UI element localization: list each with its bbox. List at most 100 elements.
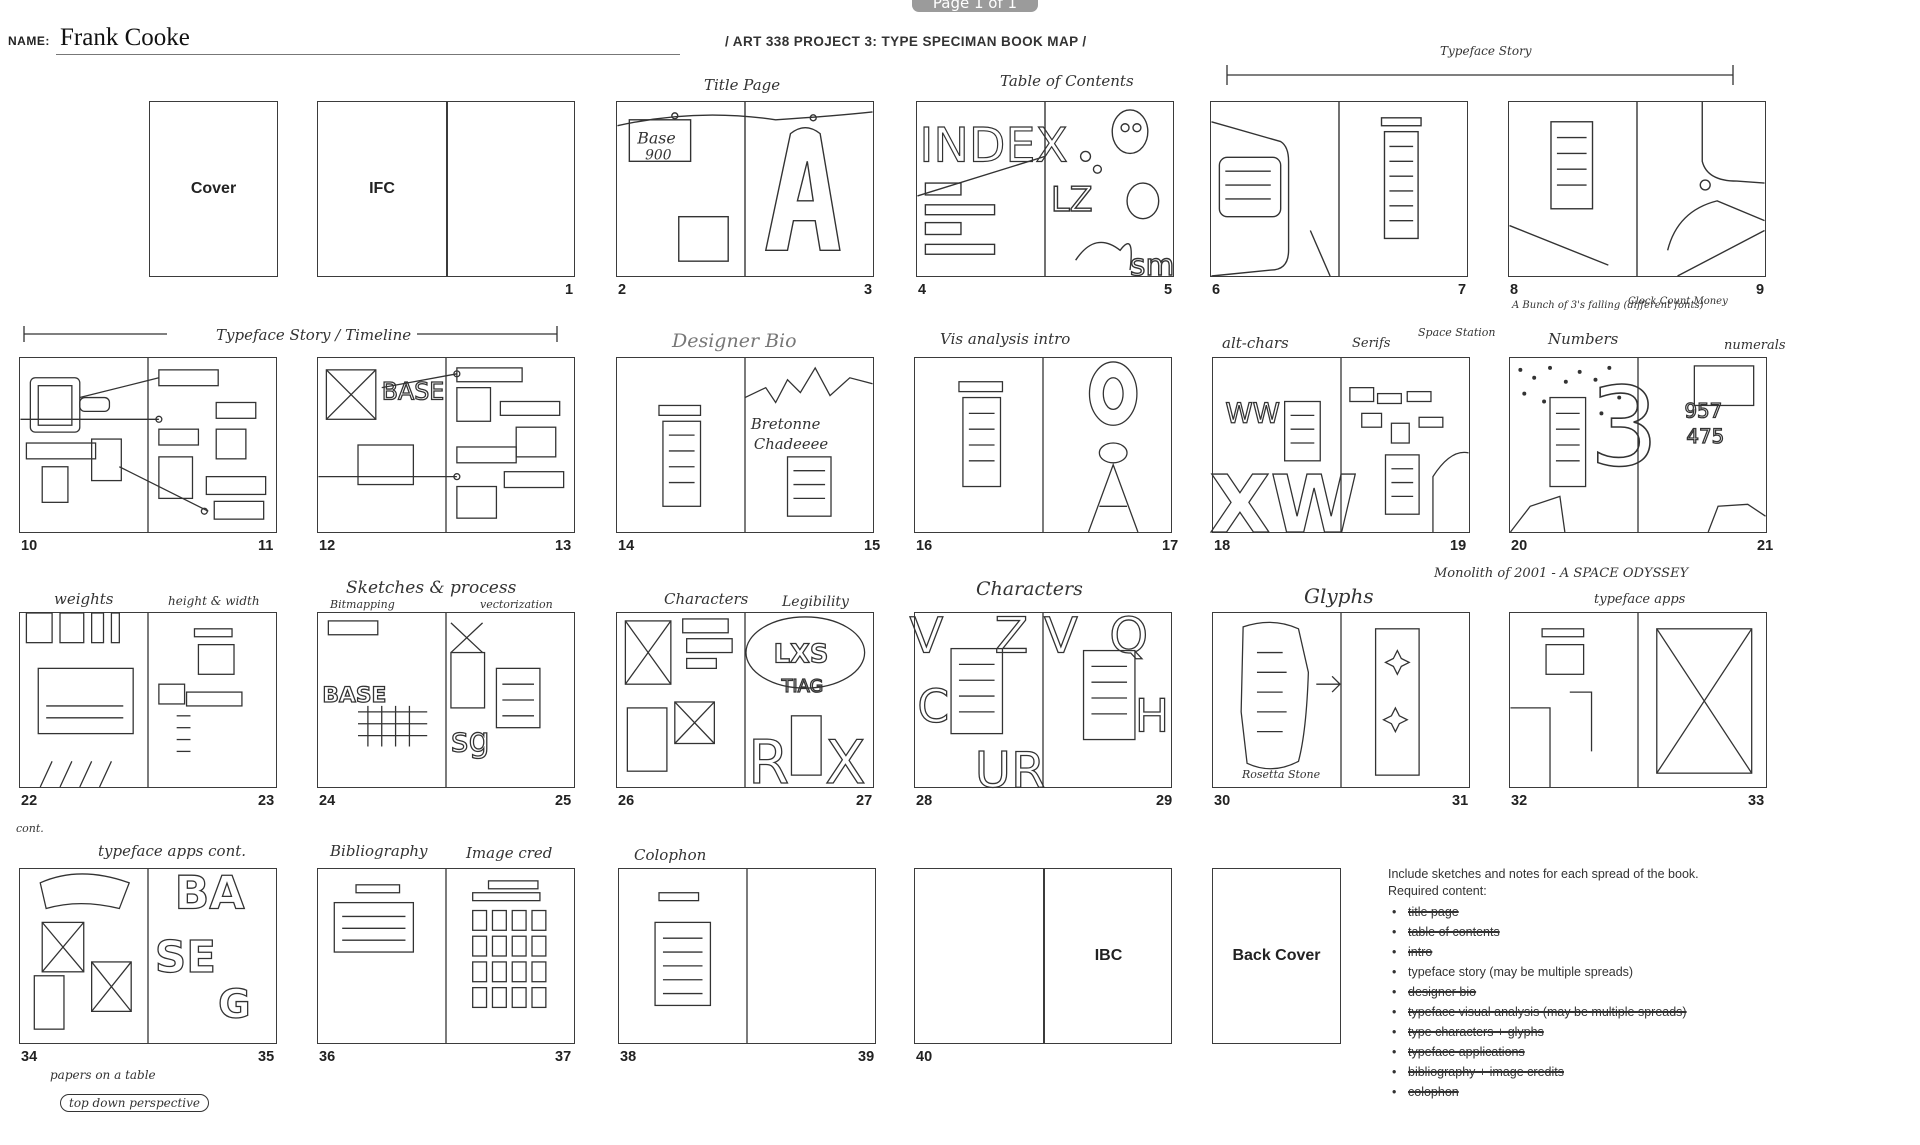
spread-ifc-1: IFC [317, 101, 575, 277]
back-cover-page: Back Cover [1212, 868, 1341, 1044]
name-label: NAME: [8, 34, 50, 48]
svg-text:900: 900 [645, 147, 672, 163]
spread-20-21: 3 957 475 [1509, 357, 1767, 533]
sketch-glyphs [1213, 613, 1469, 787]
spread-8-9 [1508, 101, 1766, 277]
requirements-panel: Include sketches and notes for each spre… [1388, 866, 1699, 1102]
page-number: 21 [1757, 538, 1774, 554]
svg-text:V: V [910, 607, 944, 665]
spread-10-11 [19, 357, 277, 533]
requirement-item: •typeface applications [1392, 1045, 1525, 1059]
sketch-bibliography [318, 869, 574, 1043]
svg-text:Q: Q [1109, 607, 1148, 665]
page-number: 23 [258, 793, 275, 809]
spread-40-ibc: IBC [914, 868, 1172, 1044]
svg-text:LXS: LXS [774, 639, 829, 669]
annotation-characters-2: Characters [976, 578, 1083, 600]
annotation-designer-bio: Designer Bio [672, 330, 797, 352]
svg-text:H: H [1135, 690, 1169, 743]
svg-text:UR: UR [975, 741, 1046, 799]
page-number: 19 [1450, 538, 1467, 554]
sketch-characters-legibility: LXS TIAG R X [617, 613, 873, 798]
page-number: 16 [916, 538, 933, 554]
annotation-typeface-story-timeline: Typeface Story / Timeline [216, 326, 412, 344]
name-underline [56, 54, 680, 55]
page-number: 2 [618, 282, 627, 298]
page-number: 33 [1748, 793, 1765, 809]
annotation-colophon: Colophon [634, 846, 707, 864]
page-number: 22 [21, 793, 38, 809]
svg-text:sm: sm [1130, 247, 1174, 282]
project-title: / ART 338 PROJECT 3: TYPE SPECIMAN BOOK … [725, 34, 1087, 49]
annotation-top-down: top down perspective [60, 1094, 209, 1112]
sketch-weights [20, 612, 276, 788]
page-number: 6 [1212, 282, 1221, 298]
gutter [1043, 869, 1045, 1043]
spread-28-29: V Z C UR V Q H [909, 606, 1172, 800]
sketch-numbers: 3 957 475 [1509, 358, 1766, 533]
svg-text:475: 475 [1686, 425, 1724, 448]
annotation-characters: Characters [664, 590, 749, 608]
spread-24-25: BASE sg [317, 612, 575, 788]
svg-text:V: V [1044, 607, 1078, 665]
page-number: 12 [319, 538, 336, 554]
sketch-typeface-apps [1510, 613, 1766, 787]
requirement-item: •typeface visual analysis (may be multip… [1392, 1005, 1687, 1019]
requirements-heading: Required content: [1388, 884, 1487, 898]
annotation-space-station: Space Station [1418, 326, 1496, 339]
page-number: 28 [916, 793, 933, 809]
spread-26-27: LXS TIAG R X [616, 612, 874, 798]
annotation-height-width: height & width [168, 594, 260, 608]
page-number: 13 [555, 538, 572, 554]
spread-18-19: WW XW [1209, 357, 1470, 552]
typeface-story-bracket [1226, 65, 1734, 85]
svg-text:R: R [748, 728, 789, 797]
page-number: 26 [618, 793, 635, 809]
sketch-typeface-apps-cont: BA SE G [20, 866, 276, 1043]
page-number: 37 [555, 1049, 572, 1065]
page-number: 3 [864, 282, 873, 298]
page-number: 30 [1214, 793, 1231, 809]
requirements-list: •title page •table of contents •intro •t… [1388, 902, 1699, 1102]
sketch-designer-bio: Bretonne Chadeeee [617, 358, 873, 532]
annotation-monolith: Monolith of 2001 - A SPACE ODYSSEY [1434, 566, 1689, 581]
annotation-bunch-of-3s: A Bunch of 3's falling (different fonts) [1512, 300, 1704, 311]
sketch-timeline-b: BASE [318, 358, 574, 532]
requirement-item: •colophon [1392, 1085, 1459, 1099]
annotation-image-cred: Image cred [466, 844, 553, 862]
name-value: Frank Cooke [60, 24, 190, 51]
page-number: 15 [864, 538, 881, 554]
ifc-label: IFC [369, 180, 395, 197]
spread-32-33 [1509, 612, 1767, 788]
requirement-item: •designer bio [1392, 985, 1477, 999]
svg-text:TIAG: TIAG [781, 676, 824, 697]
annotation-weights: weights [54, 590, 114, 608]
svg-text:Chadeeee: Chadeeee [754, 436, 828, 453]
svg-text:Z: Z [995, 607, 1029, 665]
spread-6-7 [1210, 101, 1468, 277]
spread-2-3-title-page: Base 900 [616, 101, 874, 277]
page-number: 18 [1214, 538, 1231, 554]
annotation-sketches-process: Sketches & process [346, 578, 517, 598]
sketch-vis-analysis [915, 358, 1171, 533]
annotation-bibliography: Bibliography [330, 842, 428, 860]
svg-text:LZ: LZ [1051, 180, 1093, 219]
page-number: 25 [555, 793, 572, 809]
spread-16-17-vis-analysis [914, 357, 1172, 533]
svg-text:XW: XW [1210, 459, 1358, 551]
sketch-characters-b: V Z C UR V Q H [909, 606, 1171, 800]
page-number: 11 [258, 538, 274, 554]
sketch-sketches-process: BASE sg [318, 613, 574, 787]
spread-12-13: BASE [317, 357, 575, 533]
annotation-vectorization: vectorization [480, 598, 553, 611]
annotation-alt-chars: alt-chars [1222, 334, 1289, 352]
annotation-bitmapping: Bitmapping [330, 598, 395, 611]
timeline-bracket [23, 326, 558, 342]
svg-text:X: X [825, 728, 866, 797]
page-number: 10 [21, 538, 38, 554]
svg-text:BA: BA [175, 867, 245, 920]
svg-text:INDEX: INDEX [919, 118, 1067, 173]
gutter [446, 102, 448, 276]
page-number: 20 [1511, 538, 1528, 554]
ibc-label: IBC [1094, 947, 1123, 964]
